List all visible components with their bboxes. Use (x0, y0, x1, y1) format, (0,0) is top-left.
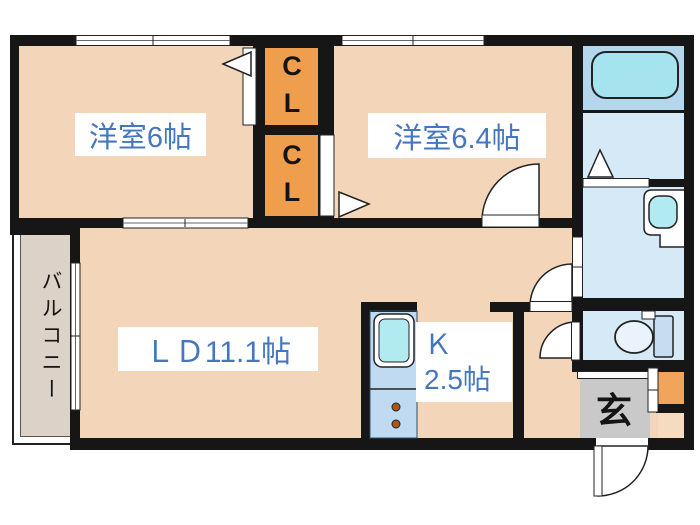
hall-sanitary-wall (572, 35, 583, 372)
washroom-slider-bar (582, 178, 650, 188)
outer-wall-right (684, 35, 694, 450)
shoe-cabinet-divider-wall (656, 404, 686, 413)
balcony-top-wall (10, 223, 80, 235)
balcony-label: バルコニー (39, 270, 62, 405)
bedroom1-living-slider (122, 217, 249, 229)
closet-bottom-floor (265, 135, 318, 216)
kitchen-label-k: Ｋ (424, 329, 453, 360)
kitchen-left-wall (361, 302, 370, 438)
bathtub-icon (591, 51, 679, 99)
bedroom2-door-arc (481, 163, 540, 228)
washbasin-icon (643, 189, 684, 248)
entrance-side-floor (658, 412, 686, 438)
closet-top-floor (265, 48, 318, 125)
kitchen-hall-wall (513, 302, 524, 438)
kitchen-sink-icon (369, 310, 418, 439)
toilet-door-arc (539, 321, 581, 361)
entrance-label: 玄 (595, 390, 632, 431)
closet-bottom-door (319, 134, 371, 219)
balcony-slider-window (70, 262, 81, 411)
bath-washroom-divider (583, 110, 684, 113)
toilet-entrance-wall (577, 360, 694, 372)
washroom-door-side-wall (648, 179, 684, 187)
closet-top-label: CL (277, 50, 307, 125)
hall-door-arc (529, 263, 573, 312)
outer-wall-left (10, 35, 19, 228)
door-triangle-icon (338, 190, 371, 219)
corridor-vanity-slider (572, 236, 583, 298)
bedroom2-label: 洋室6.4帖 (368, 113, 546, 158)
window (75, 35, 231, 46)
kitchen-top-wall (361, 302, 417, 312)
closet-bottom-label: CL (277, 139, 307, 214)
kitchen-label-size: 2.5帖 (424, 364, 491, 395)
closet-top-door (221, 47, 257, 126)
window (341, 35, 485, 46)
kitchen-label: Ｋ 2.5帖 (416, 322, 512, 402)
outer-wall-bottom (70, 438, 694, 450)
entry-door-arc (593, 445, 649, 497)
corridor-hall-wall-a (490, 302, 532, 312)
door-triangle-icon (221, 50, 252, 78)
shoe-cabinet (657, 369, 687, 405)
entrance-tile (580, 378, 650, 438)
washroom-door-triangle-icon (586, 148, 615, 178)
entrance-closet-door (647, 367, 659, 413)
living-dining-label: ＬＤ11.1帖 (118, 327, 318, 371)
bedroom1-label: 洋室6帖 (75, 113, 206, 156)
vanity-toilet-wall (572, 298, 694, 311)
toilet-icon (614, 310, 674, 358)
stove-knobs-icon (391, 402, 401, 429)
